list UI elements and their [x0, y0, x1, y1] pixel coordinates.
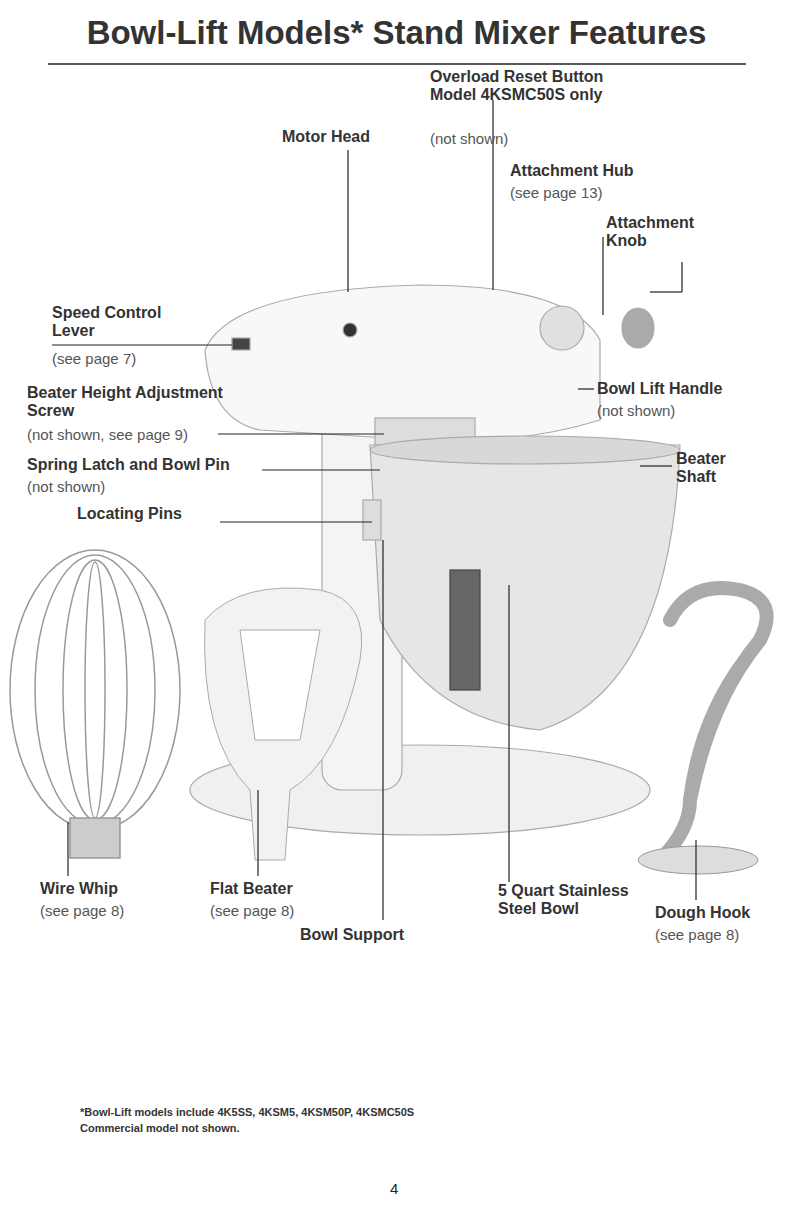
callout-note: (see page 8) — [40, 902, 124, 919]
page-title: Bowl-Lift Models* Stand Mixer Features — [0, 14, 793, 52]
callout-note: (not shown) — [27, 478, 105, 495]
attachment-knob — [622, 308, 654, 348]
callout-label: Flat Beater — [210, 880, 293, 898]
callout-label: Locating Pins — [77, 505, 182, 523]
callout-label: Speed Control Lever — [52, 304, 202, 341]
page-number: 4 — [390, 1180, 398, 1197]
callout-label: 5 Quart Stainless Steel Bowl — [498, 882, 658, 919]
title-rule — [48, 63, 746, 65]
callout-label: Overload Reset Button Model 4KSMC50S onl… — [430, 68, 630, 105]
callout-note: (see page 8) — [655, 926, 739, 943]
callout-label: Dough Hook — [655, 904, 750, 922]
callout-label: Beater Height Adjustment Screw — [27, 384, 227, 421]
callout-label: Attachment Knob — [606, 214, 706, 251]
steel-bowl — [370, 445, 680, 730]
callout-label: Motor Head — [282, 128, 370, 146]
wire-whip — [10, 550, 180, 858]
callout-label: Attachment Hub — [510, 162, 634, 180]
attachment-hub — [540, 306, 584, 350]
callout-note: (see page 8) — [210, 902, 294, 919]
dough-hook-collar — [638, 846, 758, 874]
speed-lever — [232, 338, 250, 350]
callout-note: (see page 7) — [52, 350, 136, 367]
leader-lines — [52, 100, 696, 920]
bowl-rim — [370, 436, 680, 464]
callout-label: Wire Whip — [40, 880, 118, 898]
callout-note: (not shown, see page 9) — [27, 426, 188, 443]
dough-hook — [660, 588, 767, 860]
callout-label: Spring Latch and Bowl Pin — [27, 456, 230, 474]
callout-note: (not shown) — [430, 130, 508, 147]
hinge-pin — [343, 323, 357, 337]
bowl-support-arm — [450, 570, 480, 690]
footnote-line: Commercial model not shown. — [80, 1122, 240, 1135]
callout-label: Beater Shaft — [676, 450, 756, 487]
callout-label: Bowl Lift Handle — [597, 380, 722, 398]
locating-pin — [363, 500, 381, 540]
footnote: *Bowl-Lift models include 4K5SS, 4KSM5, … — [80, 1106, 414, 1118]
callout-note: (not shown) — [597, 402, 675, 419]
callout-note: (see page 13) — [510, 184, 603, 201]
callout-label: Bowl Support — [300, 926, 404, 944]
flat-beater — [205, 588, 362, 860]
